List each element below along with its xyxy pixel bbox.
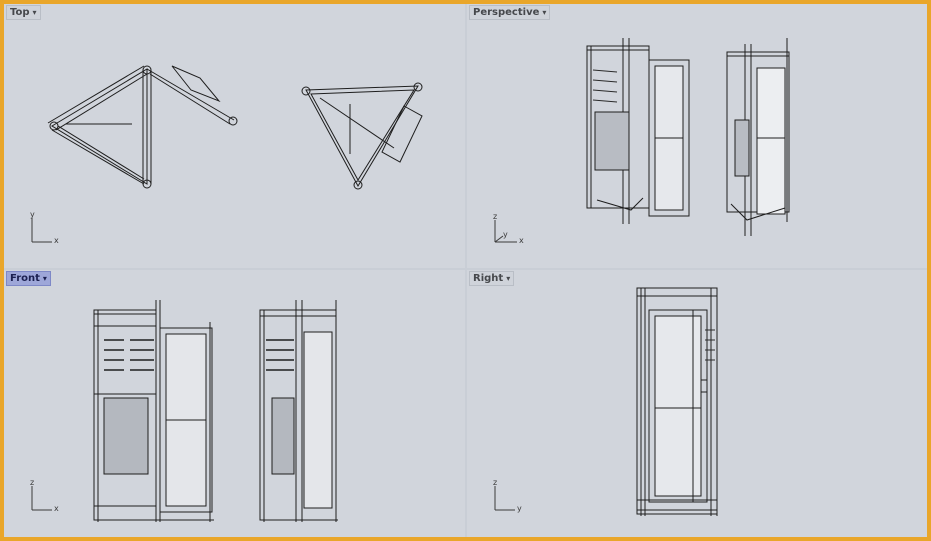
viewport-perspective[interactable]: Perspective ▾ z y x [467, 4, 927, 268]
viewport-front[interactable]: Front ▾ z x [4, 270, 465, 537]
viewport-label-right[interactable]: Right ▾ [469, 271, 515, 286]
viewport-title: Top [10, 7, 30, 18]
axis-label-horizontal: y [517, 504, 522, 513]
axis-indicator: z y [489, 478, 529, 513]
viewport-title: Perspective [473, 7, 540, 18]
viewport-label-perspective[interactable]: Perspective ▾ [469, 5, 551, 20]
axis-label-horizontal: x [519, 236, 524, 245]
viewport-layout: Top ▾ y x [4, 4, 927, 537]
axis-indicator: y x [26, 210, 66, 245]
viewport-label-top[interactable]: Top ▾ [6, 5, 41, 20]
chevron-down-icon[interactable]: ▾ [42, 274, 47, 283]
perspective-view-geometry [586, 38, 790, 236]
axis-indicator: z x [26, 478, 66, 513]
chevron-down-icon[interactable]: ▾ [506, 274, 511, 283]
viewport-right[interactable]: Right ▾ z y [467, 270, 927, 537]
chevron-down-icon[interactable]: ▾ [542, 8, 547, 17]
axis-label-horizontal: x [54, 504, 59, 513]
front-view-geometry [93, 300, 338, 522]
axis-label-horizontal: x [54, 236, 59, 245]
right-view-geometry [636, 287, 718, 516]
viewport-title: Right [473, 273, 504, 284]
axis-label-vertical: z [30, 478, 35, 487]
viewport-label-front[interactable]: Front ▾ [6, 271, 51, 286]
axis-label-depth: y [503, 230, 508, 239]
axis-label-vertical: y [30, 210, 35, 219]
axis-label-vertical: z [493, 478, 498, 487]
viewport-title: Front [10, 273, 40, 284]
chevron-down-icon[interactable]: ▾ [32, 8, 37, 17]
viewport-top[interactable]: Top ▾ y x [4, 4, 465, 268]
top-view-geometry [47, 65, 423, 190]
axis-indicator: z y x [489, 212, 529, 245]
axis-label-vertical: z [493, 212, 498, 221]
